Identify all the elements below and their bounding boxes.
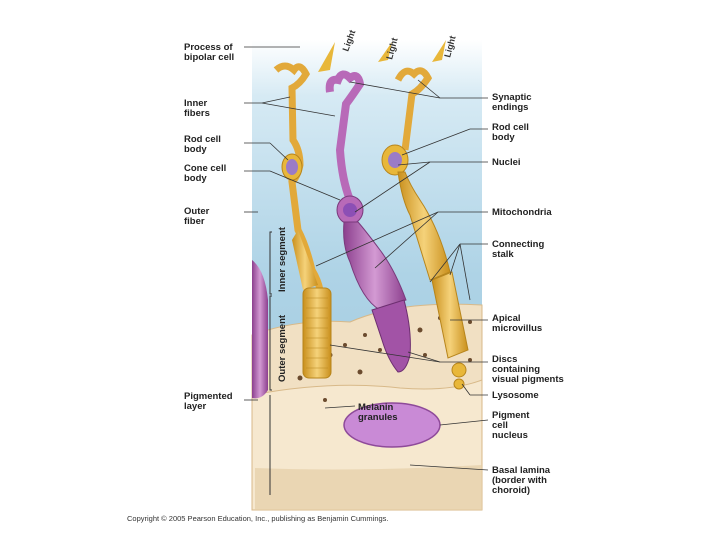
label-mitochondria: Mitochondria (492, 207, 552, 218)
inner-segment-label: Inner segment (277, 226, 288, 292)
basal-lamina (255, 465, 482, 510)
segment-brackets (269, 231, 272, 495)
outer-segment-label: Outer segment (277, 314, 288, 382)
light-arrows (318, 40, 446, 72)
leader-lines (244, 46, 489, 471)
rod-cell-right (381, 67, 469, 390)
copyright-text: Copyright © 2005 Pearson Education, Inc.… (127, 514, 389, 523)
label-nuclei: Nuclei (492, 157, 521, 168)
label-lysosome: Lysosome (492, 390, 539, 401)
cone-partial-left (252, 260, 268, 399)
cone-cell-center (325, 70, 411, 373)
rod-cell-left (273, 62, 332, 379)
